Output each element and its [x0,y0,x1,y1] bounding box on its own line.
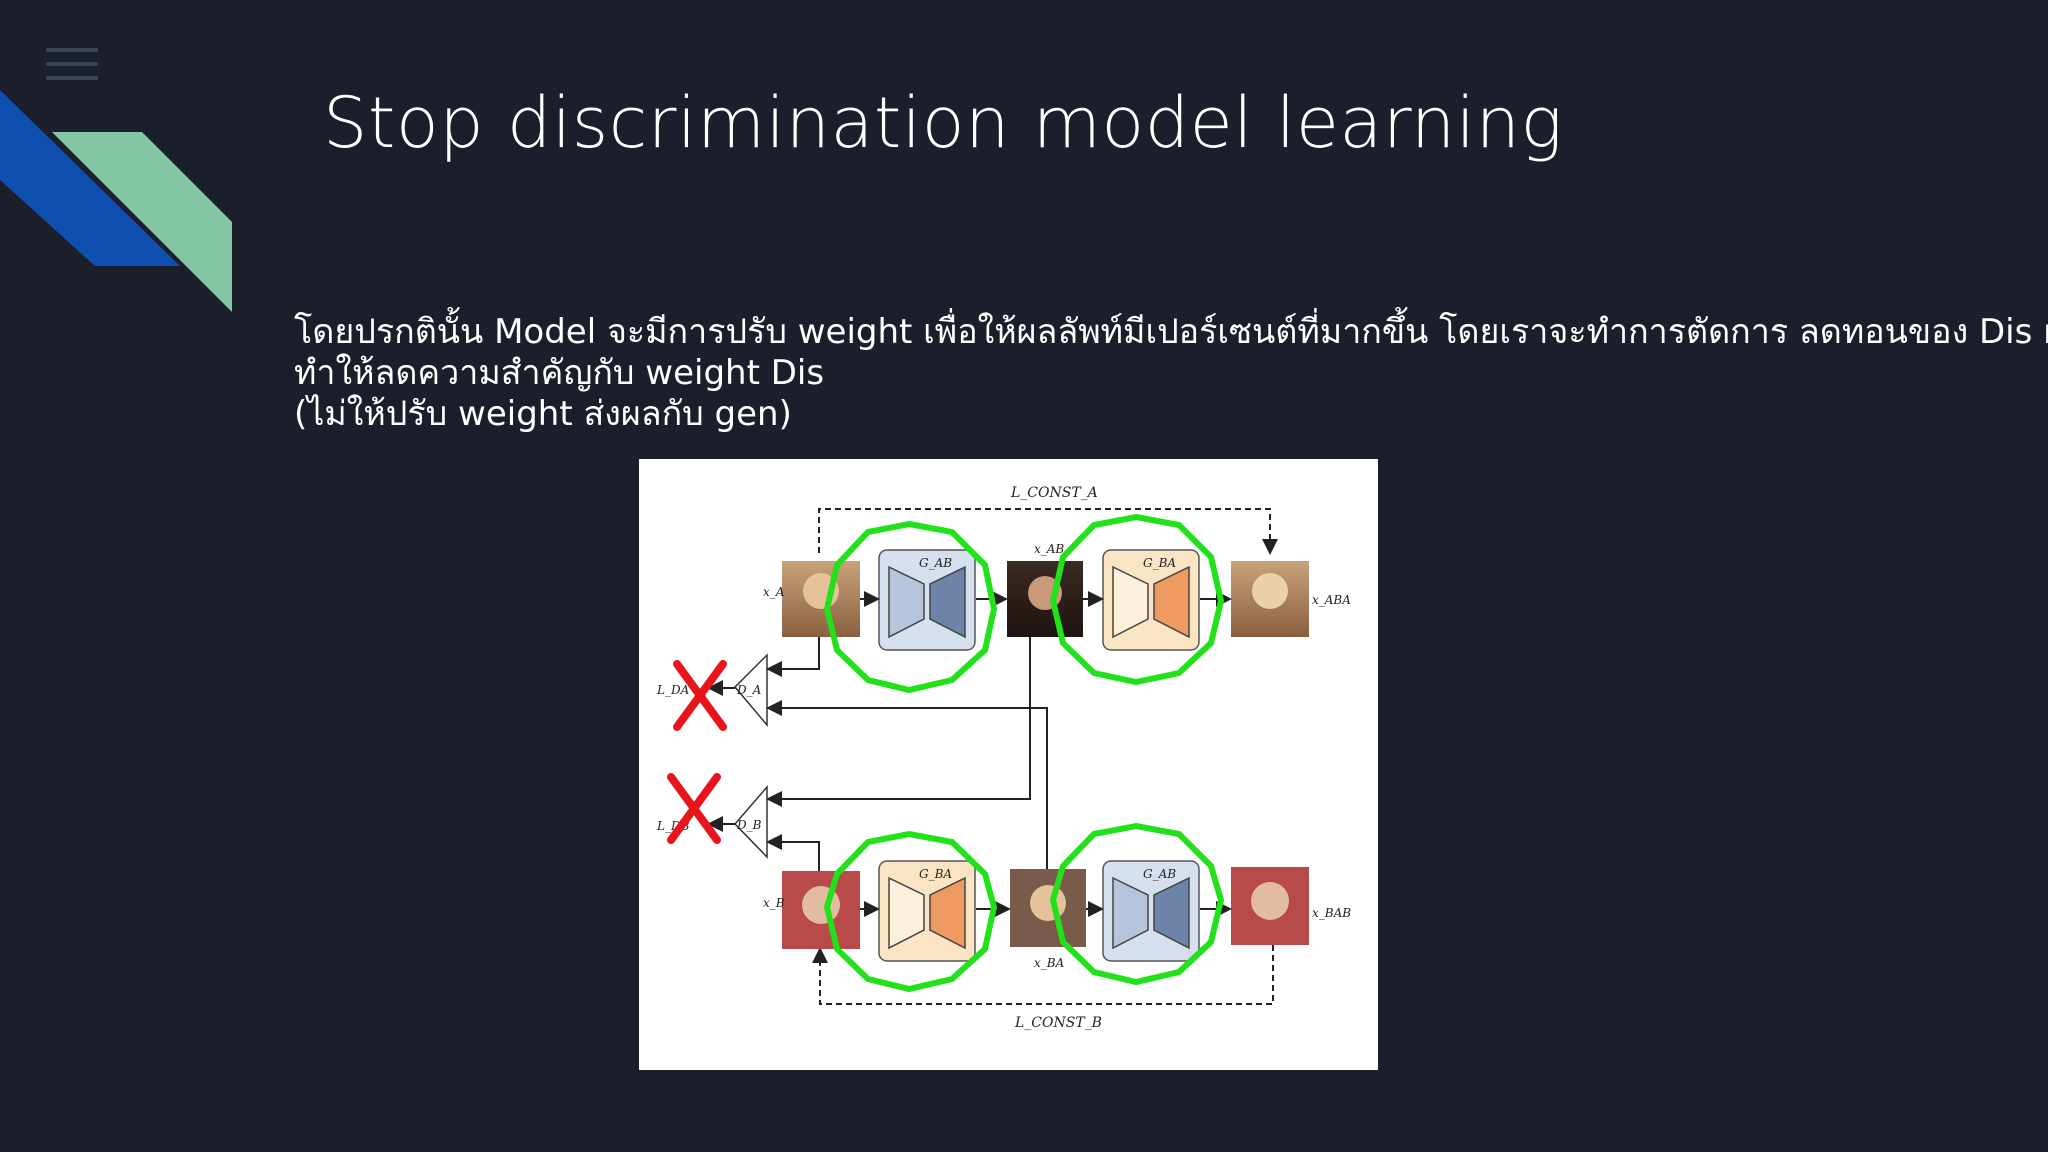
l-const-a-label: L_CONST_A [1010,485,1098,501]
xbab-label: x_BAB [1312,906,1351,920]
gab-label: G_AB [919,556,952,570]
highlight-octagon [1049,822,1225,986]
xb-label: x_B [763,896,785,910]
slide-body: โดยปรกตินั้น Model จะมีการปรับ weight เพ… [294,312,2048,435]
lda-label: L_DA [656,683,690,697]
discogan-diagram: L_CONST_A L_CONST_B x_A x_AB x_ABA x_B x… [639,459,1378,1070]
l-const-b-label: L_CONST_B [1014,1015,1102,1031]
corner-decoration [0,90,232,312]
slide-title: Stop discrimination model learning [323,82,1564,164]
discriminator-da: D_A [733,653,768,728]
generator-gba-bottom: G_BA [878,860,976,962]
red-cross-icon [673,660,727,731]
menu-icon[interactable] [46,48,98,84]
body-line: ทำให้ลดความสำคัญกับ weight Dis [294,353,825,393]
discriminator-db: D_B [733,784,768,859]
highlight-octagon [823,520,998,694]
highlight-octagons [823,513,1225,993]
db-label: D_B [736,818,762,832]
highlight-octagon [1049,513,1225,686]
generator-gab-top: G_AB [878,549,976,651]
red-cross-icon [667,773,721,844]
gab-label-bottom: G_AB [1143,867,1176,881]
da-label: D_A [736,683,762,697]
xab-label: x_AB [1034,542,1064,556]
generator-gba-top: G_BA [1102,549,1200,651]
generator-gab-bottom: G_AB [1102,860,1200,962]
gba-label: G_BA [1143,556,1176,570]
gba-label-bottom: G_BA [919,867,952,881]
highlight-octagon [823,830,998,993]
body-line: โดยปรกตินั้น Model จะมีการปรับ weight เพ… [294,312,2048,352]
xa-label: x_A [763,585,785,599]
xba-label: x_BA [1034,956,1065,970]
body-line: (ไม่ให้ปรับ weight ส่งผลกับ gen) [294,394,792,434]
xaba-label: x_ABA [1312,593,1351,607]
